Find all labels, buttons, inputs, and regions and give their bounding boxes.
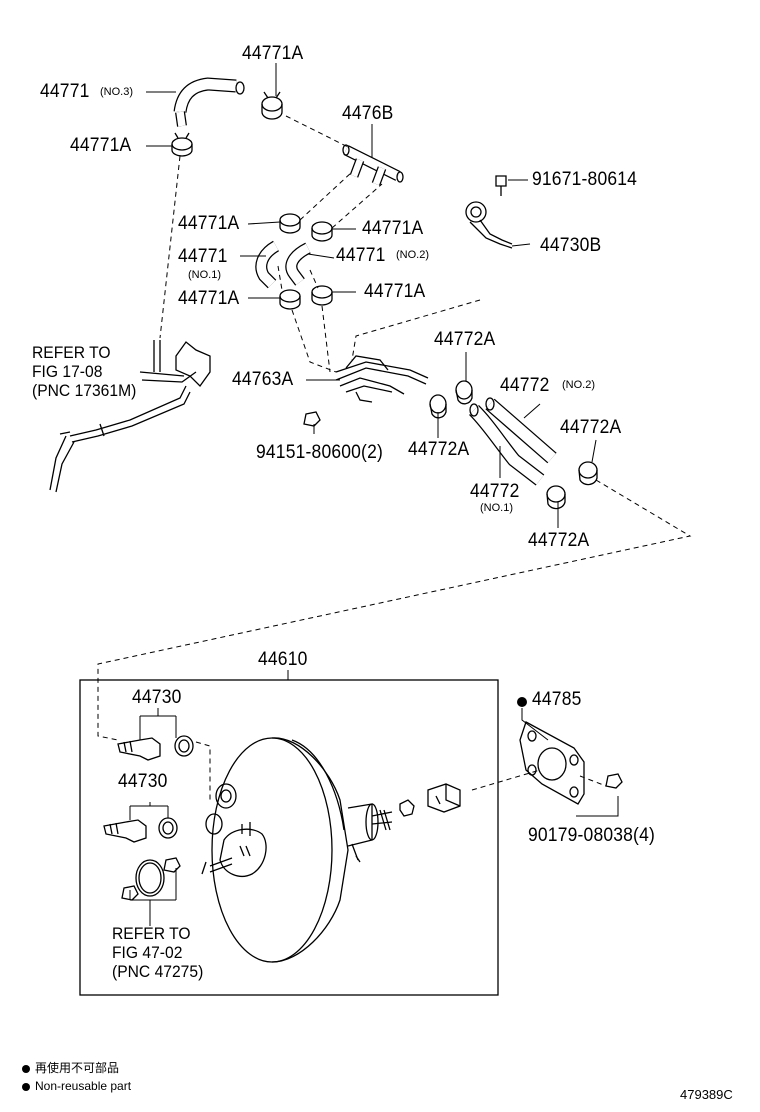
- label-44772-no2-num: 44772: [500, 375, 550, 396]
- hose-44771-no2: [285, 242, 311, 286]
- dashed-lines: [97, 115, 692, 800]
- refer-top-line1: REFER TO: [32, 343, 111, 362]
- label-44771a-m3: 44771A: [178, 288, 240, 309]
- figure-id: 479389C: [680, 1087, 733, 1102]
- clamp-44772a-4: [546, 485, 566, 510]
- label-44771a-left: 44771A: [70, 135, 132, 156]
- label-44730-lower: 44730: [118, 771, 168, 792]
- label-44785: 44785: [532, 689, 582, 710]
- refer-top-line2: FIG 17-08: [32, 362, 103, 381]
- label-44772a-4: 44772A: [528, 530, 590, 551]
- nut-94151: [303, 411, 321, 427]
- label-44730b: 44730B: [540, 235, 602, 256]
- label-44610: 44610: [258, 649, 308, 670]
- refer-top: REFER TO FIG 17-08 (PNC 17361M): [32, 343, 136, 400]
- brake-booster: [201, 737, 393, 963]
- clamp-44771a-m4: [311, 285, 333, 306]
- legend-dot-icon: [22, 1082, 30, 1091]
- label-44772-no2: (NO.2): [562, 379, 595, 391]
- label-44763a: 44763A: [232, 369, 294, 390]
- label-91671: 91671-80614: [532, 169, 638, 190]
- pipe-44763a: [335, 355, 429, 403]
- check-valve-44730-upper: [117, 735, 194, 761]
- clevis-yoke: [399, 783, 461, 817]
- clamp-44771a-m3: [279, 289, 301, 310]
- label-44771-no2: (NO.2): [396, 249, 429, 261]
- bolt-91671: [495, 175, 507, 196]
- label-44771a-top: 44771A: [242, 43, 304, 64]
- non-reusable-dot: [517, 697, 527, 707]
- o-ring: [121, 857, 181, 901]
- nut-90179: [605, 773, 623, 789]
- label-44771-no2-num: 44771: [336, 245, 386, 266]
- label-44771a-m2: 44771A: [362, 218, 424, 239]
- hose-44771-no3: [173, 77, 245, 127]
- legend-en-text: Non-reusable part: [35, 1079, 132, 1093]
- label-94151: 94151-80600(2): [256, 442, 383, 463]
- label-44730-upper: 44730: [132, 687, 182, 708]
- label-4476b: 4476B: [342, 103, 394, 124]
- clamp-44771a-m1: [279, 213, 301, 234]
- gasket-44785: [519, 721, 585, 805]
- hose-44771-no1: [255, 240, 280, 289]
- label-44771-no1-num: 44771: [178, 246, 228, 267]
- label-44771: 44771: [40, 81, 90, 102]
- label-44772-no1: (NO.1): [480, 502, 513, 514]
- tee-4476b: [342, 144, 404, 186]
- label-44771a-m4: 44771A: [364, 281, 426, 302]
- label-44772-no1-num: 44772: [470, 481, 520, 502]
- legend-en: Non-reusable part: [22, 1080, 131, 1092]
- label-90179: 90179-08038(4): [528, 825, 655, 846]
- check-valve-44730-lower: [103, 817, 178, 843]
- assembly-box-44610: [79, 679, 499, 996]
- legend-jp: 再使用不可部品: [22, 1062, 119, 1074]
- label-44772a-1: 44772A: [434, 329, 496, 350]
- hose-44772-no1: [468, 403, 545, 486]
- vacuum-pipe-left: [49, 340, 211, 493]
- label-44771-no1: (NO.1): [188, 269, 221, 281]
- refer-bottom-line3: (PNC 47275): [112, 962, 204, 981]
- refer-top-line3: (PNC 17361M): [32, 381, 137, 400]
- refer-bottom-line2: FIG 47-02: [112, 943, 183, 962]
- legend-dot-icon: [22, 1064, 30, 1073]
- refer-bottom: REFER TO FIG 47-02 (PNC 47275): [112, 924, 203, 981]
- leader-lines: [129, 63, 619, 926]
- clamp-44771a-m2: [311, 221, 333, 242]
- label-44772a-3: 44772A: [560, 417, 622, 438]
- clamp-44772a-1: [455, 380, 473, 405]
- clamp-44772a-3: [578, 461, 598, 486]
- label-44771a-m1: 44771A: [178, 213, 240, 234]
- bracket-44730b: [465, 201, 513, 249]
- legend-jp-text: 再使用不可部品: [35, 1061, 120, 1075]
- clamp-44771a-left: [171, 132, 193, 157]
- label-44772a-2: 44772A: [408, 439, 470, 460]
- label-44771-no3: (NO.3): [100, 86, 133, 98]
- refer-bottom-line1: REFER TO: [112, 924, 191, 943]
- clamp-44771a-top: [261, 91, 283, 120]
- hose-44772-no2: [485, 397, 557, 464]
